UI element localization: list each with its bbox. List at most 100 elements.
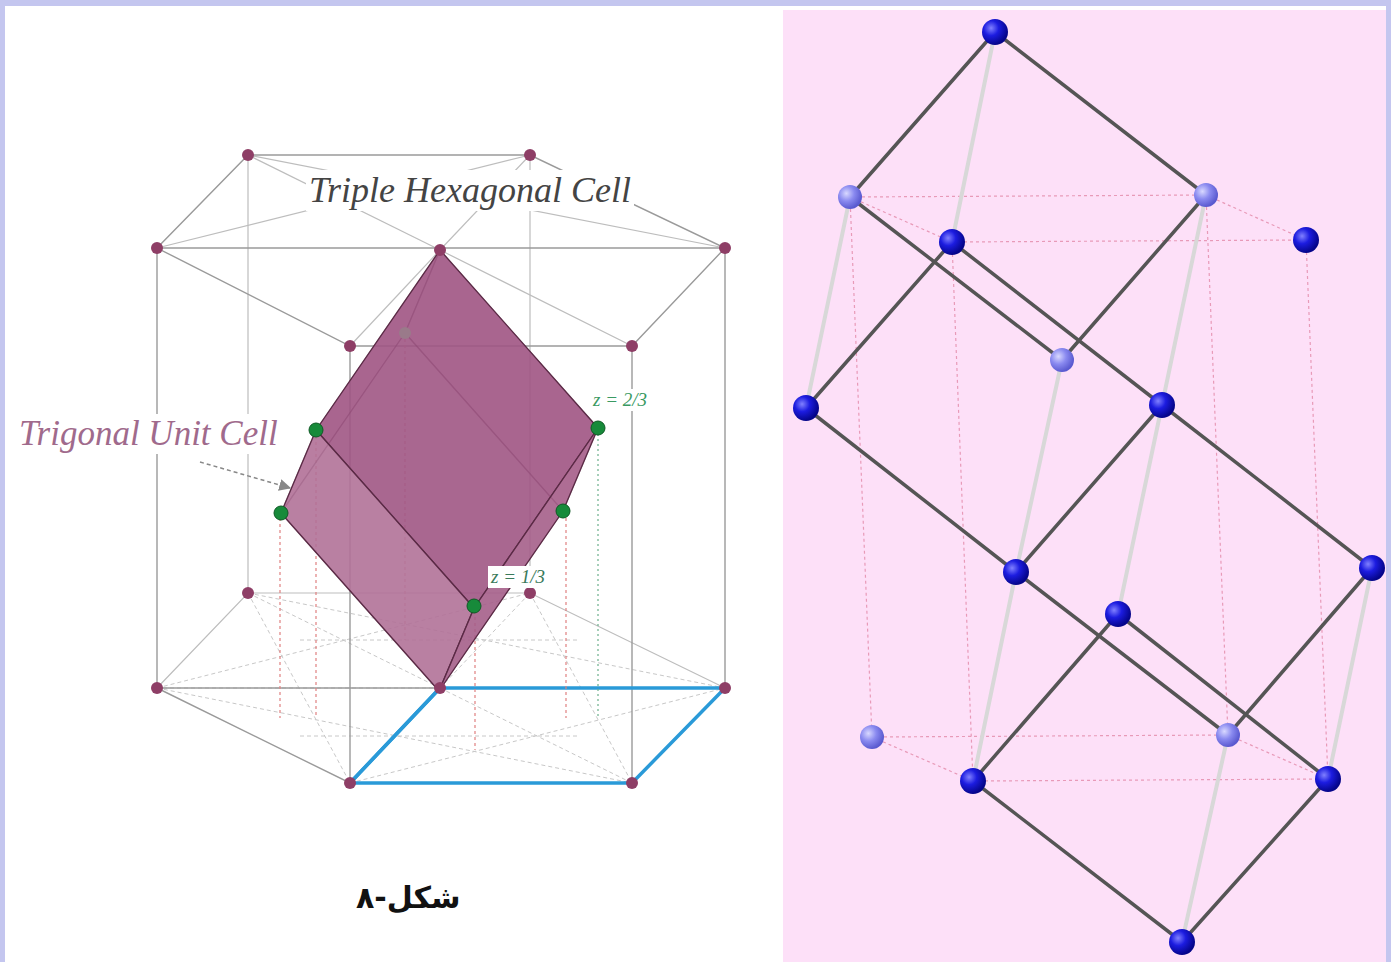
lattice-points — [626, 777, 638, 789]
pink-guides — [850, 195, 1328, 781]
height-label: z = 1/3 — [488, 566, 548, 588]
light-bonds — [806, 197, 850, 408]
light-bonds — [1328, 568, 1372, 779]
hexagonal-prism-front — [724, 248, 725, 688]
unit-cell-base — [350, 688, 725, 783]
lattice-atoms — [1169, 929, 1195, 955]
lattice-points — [524, 587, 536, 599]
light-bonds — [1016, 360, 1062, 572]
pink-guides — [850, 195, 1206, 197]
lattice-atoms — [1194, 183, 1218, 207]
pink-guides — [952, 242, 973, 781]
hexagonal-prism-back — [248, 155, 725, 248]
light-bonds — [1118, 405, 1162, 614]
lattice-points — [434, 244, 446, 256]
dark-bonds — [1016, 572, 1228, 735]
dark-bonds — [850, 197, 1062, 360]
projection-lines — [565, 518, 566, 718]
pink-guides — [872, 735, 1228, 737]
page-ground — [0, 0, 1391, 6]
projection-lines — [279, 518, 280, 718]
page-ground — [0, 0, 5, 962]
cell-label: Trigonal Unit Cell — [16, 414, 281, 454]
dark-bonds — [973, 781, 1182, 942]
dark-bonds — [1182, 779, 1328, 942]
lattice-points — [719, 242, 731, 254]
hexagonal-prism-front — [156, 248, 157, 688]
inner-lattice-points — [467, 599, 481, 613]
dark-bonds — [1118, 614, 1328, 779]
lattice-atoms — [960, 768, 986, 794]
inner-lattice-points — [309, 423, 323, 437]
pink-guides — [872, 737, 973, 781]
lattice-atoms — [1050, 348, 1074, 372]
unit-cell-base — [350, 688, 440, 783]
lattice-atoms — [939, 229, 965, 255]
lattice-points — [151, 149, 731, 789]
dark-bonds — [1162, 405, 1372, 568]
lattice-points — [399, 327, 411, 339]
lattice-points — [344, 340, 356, 352]
pink-guides — [1206, 195, 1306, 240]
dark-bonds — [973, 614, 1118, 781]
hexagonal-prism-front — [631, 346, 632, 783]
dark-bonds — [1228, 568, 1372, 735]
lattice-points — [242, 587, 254, 599]
lattice-points — [434, 682, 446, 694]
lattice-points — [344, 777, 356, 789]
dark-bonds — [806, 242, 952, 408]
lattice-points — [242, 149, 254, 161]
lattice-points — [151, 682, 163, 694]
lattice-atoms — [1359, 555, 1385, 581]
lattice-atoms — [838, 185, 862, 209]
lattice-atoms — [1293, 227, 1319, 253]
dark-bonds — [1016, 405, 1162, 572]
inner-lattice-points — [274, 506, 288, 520]
pink-guides — [1206, 195, 1228, 735]
trigonal-unit-cell — [281, 250, 598, 691]
pink-guides — [952, 240, 1306, 242]
lattice-points — [524, 149, 536, 161]
dark-bonds — [995, 32, 1206, 195]
lattice-points — [626, 340, 638, 352]
lattice-atoms — [793, 19, 1385, 955]
dark-bonds — [952, 242, 1162, 405]
pink-guides — [973, 779, 1328, 781]
lattice-atoms — [1315, 766, 1341, 792]
trigonal-unit-cell — [281, 430, 474, 691]
light-bonds — [806, 32, 1372, 942]
pointer-arrow — [200, 462, 290, 488]
base-grid — [300, 736, 580, 737]
dark-bonds — [1062, 195, 1206, 360]
hexagonal-prism-front — [157, 688, 725, 783]
light-bonds — [952, 32, 995, 242]
pink-guides — [850, 197, 872, 737]
lattice-atoms — [1105, 601, 1131, 627]
lattice-atoms — [982, 19, 1008, 45]
page-ground — [783, 10, 1386, 962]
inner-lattice-points — [591, 421, 605, 435]
light-bonds — [1162, 195, 1206, 405]
pink-guides — [1306, 240, 1328, 779]
dark-bonds — [806, 408, 1016, 572]
inner-lattice-points — [274, 421, 605, 613]
lattice-atoms — [1149, 392, 1175, 418]
lattice-atoms — [860, 725, 884, 749]
figure-caption: شکل-۸ — [356, 881, 461, 916]
unit-cell-base — [350, 688, 725, 783]
cell-title: Triple Hexagonal Cell — [306, 170, 634, 211]
lattice-points — [719, 682, 731, 694]
lattice-atoms — [1003, 559, 1029, 585]
dark-bonds — [850, 32, 995, 197]
dark-bonds — [806, 32, 1372, 942]
base-grid — [157, 688, 632, 783]
hexagonal-prism-front — [157, 155, 725, 783]
projection-lines — [597, 434, 598, 718]
trigonal-unit-cell — [439, 428, 598, 691]
height-label: z = 2/3 — [590, 389, 650, 411]
light-bonds — [1182, 735, 1228, 942]
